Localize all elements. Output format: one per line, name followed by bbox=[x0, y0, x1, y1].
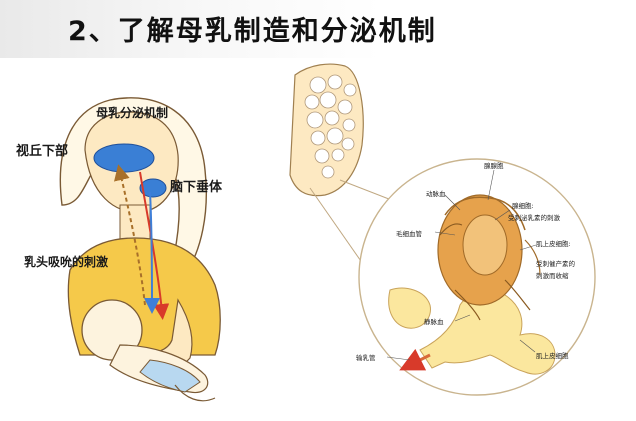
nipple-stimulus-label: 乳头吸吮的刺激 bbox=[24, 255, 109, 269]
gland-label-gland-cell: 腺细胞: bbox=[512, 202, 534, 210]
leader-lines bbox=[386, 169, 537, 361]
hypothalamus-region bbox=[93, 143, 155, 173]
gland-label-lactiferous-duct: 输乳管 bbox=[356, 354, 376, 362]
lobules bbox=[304, 74, 357, 179]
gland-label-contraction: 刺激而收缩 bbox=[536, 272, 569, 280]
gland-label-prolactin: 受刺泌乳素的刺激 bbox=[508, 214, 560, 222]
gland-label-venous-blood: 静脉血 bbox=[424, 318, 444, 326]
gland-label-oxytocin: 受刺催产素的 bbox=[536, 260, 575, 268]
pituitary-label: 脑下垂体 bbox=[170, 180, 223, 195]
hypothalamus-label: 视丘下部 bbox=[16, 144, 69, 159]
hormone-path-blue bbox=[143, 191, 160, 314]
slide-title: 2、了解母乳制造和分泌机制 bbox=[68, 16, 437, 47]
pituitary-region bbox=[139, 178, 167, 198]
gland-label-alveolus: 腺腺胞 bbox=[484, 162, 504, 170]
duct-lobe bbox=[388, 287, 431, 329]
gland-label-myoepithelial: 肌上皮细胞: bbox=[536, 240, 571, 248]
duct-system bbox=[419, 289, 556, 375]
title-band bbox=[0, 0, 636, 58]
mechanism-heading: 母乳分泌机制 bbox=[96, 106, 169, 120]
alveolus-cluster bbox=[437, 194, 541, 321]
gland-label-myoepithelial-2: 肌上皮细胞 bbox=[536, 352, 569, 360]
mother-illustration bbox=[59, 97, 221, 402]
gland-label-capillary: 毛细血管 bbox=[396, 230, 422, 238]
milk-outflow-arrow bbox=[399, 348, 431, 371]
gland-label-arterial-blood: 动脉血 bbox=[426, 190, 446, 198]
stimulus-path bbox=[114, 164, 146, 306]
